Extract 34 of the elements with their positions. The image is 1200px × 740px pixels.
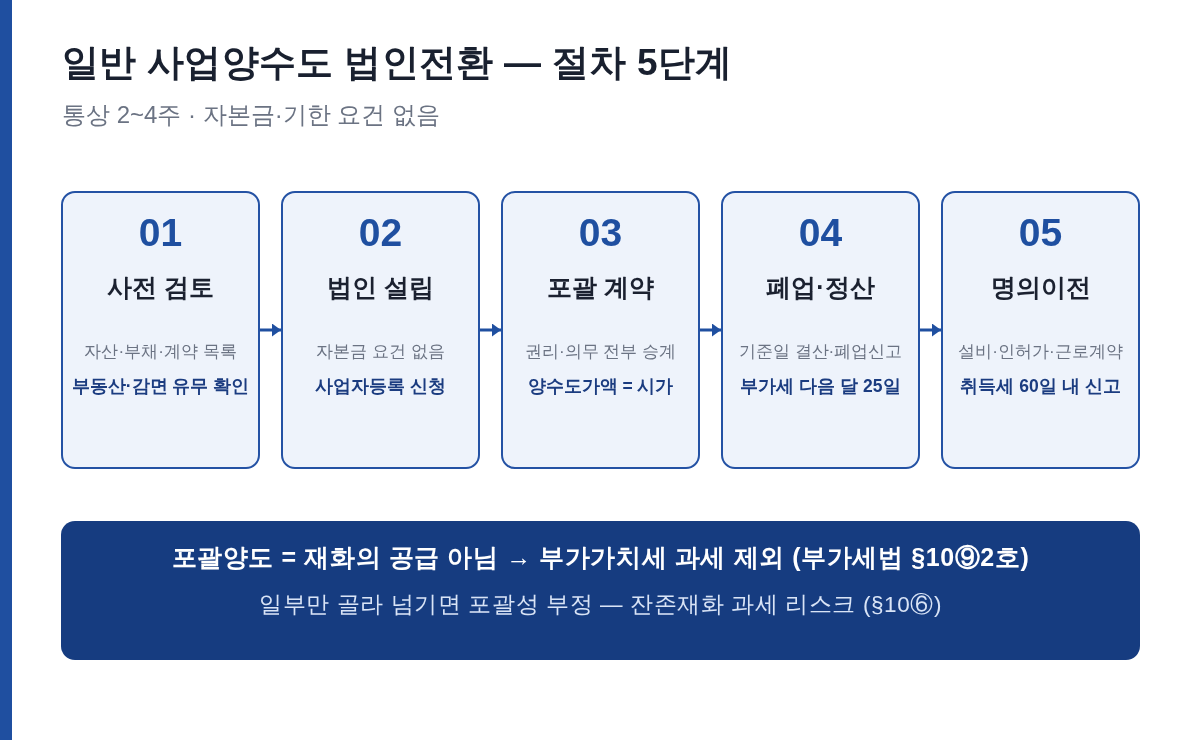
step-detail: 권리·의무 전부 승계 (524, 341, 677, 363)
note-banner (61, 521, 1140, 660)
step-title: 포괄 계약 (547, 272, 654, 303)
arrow (920, 323, 941, 337)
step-card (281, 191, 480, 469)
step-number: 05 (1018, 211, 1063, 255)
step-card (941, 191, 1140, 469)
note-text: 일부만 골라 넘기면 포괄성 부정 — 잔존재화 과세 리스크 (§10⑥) (258, 591, 943, 619)
step-note: 양수도가액 = 시가 (527, 375, 674, 398)
step-note: 부가세 다음 달 25일 (740, 375, 901, 398)
step-detail: 자산·부채·계약 목록 (84, 341, 237, 363)
note-heading: 포괄양도 = 재화의 공급 아님 → 부가가치세 과세 제외 (부가세법 §10⑨2호) (171, 542, 1030, 573)
step-note: 부동산·감면 유무 확인 (71, 375, 250, 398)
step-title: 사전 검토 (107, 272, 214, 303)
step-number: 01 (138, 211, 183, 255)
step-number: 02 (358, 211, 403, 255)
step-title: 폐업·정산 (766, 272, 875, 303)
step-title: 법인 설립 (327, 272, 434, 303)
arrow (260, 323, 281, 337)
step-card (721, 191, 920, 469)
step-detail: 기준일 결산·폐업신고 (738, 341, 903, 363)
step-note: 취득세 60일 내 신고 (960, 375, 1121, 398)
step-detail: 자본금 요건 없음 (316, 341, 445, 363)
step-note: 사업자등록 신청 (315, 375, 446, 398)
step-card (501, 191, 700, 469)
title: 일반 사업양수도 법인전환 — 절차 5단계 (62, 41, 733, 85)
step-title: 명의이전 (990, 272, 1091, 303)
arrow (480, 323, 501, 337)
step-card (61, 191, 260, 469)
step-number: 04 (798, 211, 843, 255)
subtitle: 통상 2~4주 · 자본금·기한 요건 없음 (62, 100, 441, 130)
arrow (700, 323, 721, 337)
step-number: 03 (578, 211, 623, 255)
step-detail: 설비·인허가·근로계약 (958, 341, 1123, 363)
